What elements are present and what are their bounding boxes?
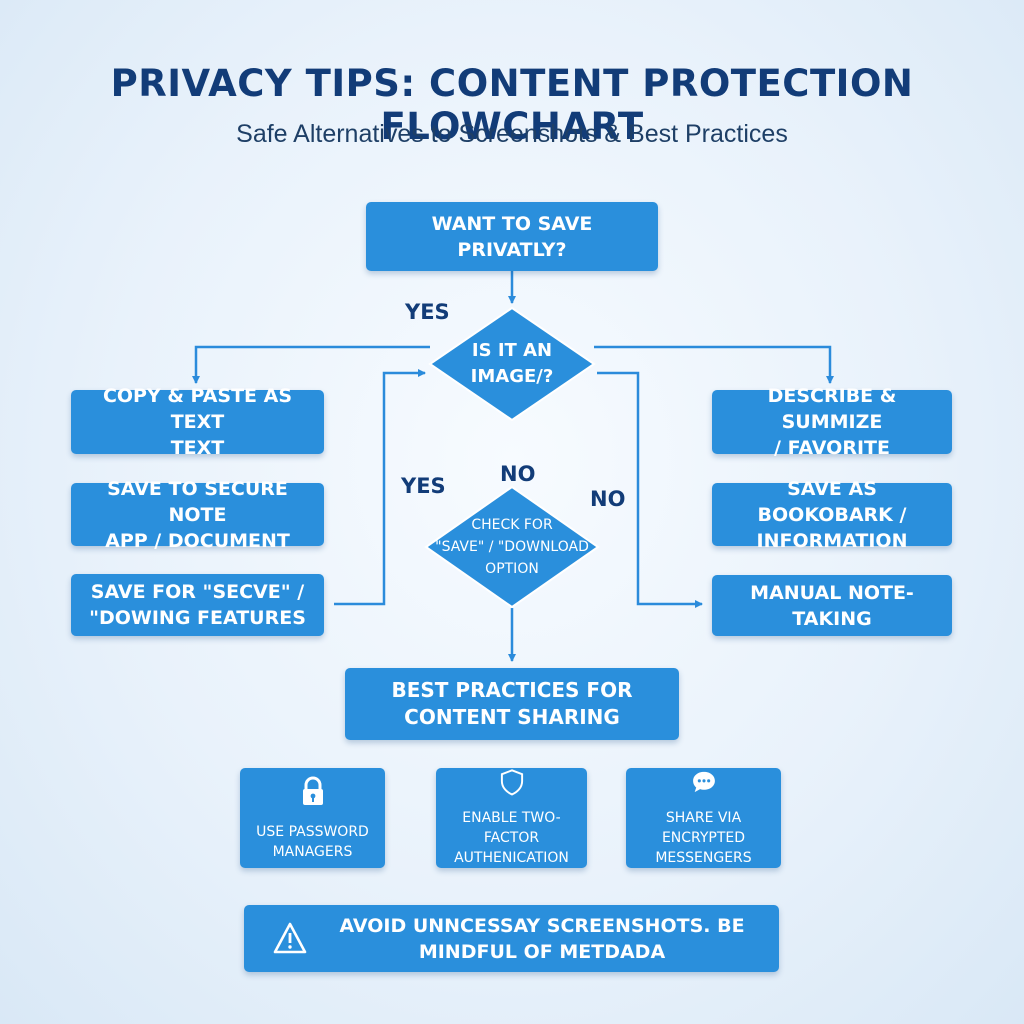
page-title: PRIVACY TIPS: CONTENT PROTECTION FLOWCHA… <box>110 62 914 148</box>
connector-decision-to-right-options <box>594 345 834 384</box>
decision-is-image: IS IT AN IMAGE/? <box>428 306 596 422</box>
connector-no-to-manual <box>597 371 703 608</box>
label-yes-left: YES <box>401 474 446 498</box>
chat-bubble-icon <box>692 771 715 793</box>
option-copy-paste-text: COPY & PASTE AS TEXT TEXT <box>71 385 324 459</box>
option-save-features: SAVE FOR "SECVE" / "DOWING FEATURES <box>71 574 324 636</box>
warning-text: AVOID UNNCESSAY SCREENSHOTS. BE MINDFUL … <box>339 914 745 963</box>
decision-check-save: CHECK FOR "SAVE" / "DOWNLOAD OPTION <box>424 485 600 609</box>
tip-password-managers-text: USE PASSWORD MANAGERS <box>256 824 369 860</box>
connector-yes-loop <box>334 369 426 606</box>
option-save-bookmark: SAVE AS BOOKOBARK / INFORMATION <box>712 478 952 552</box>
option-manual-note-taking: MANUAL NOTE-TAKING <box>712 575 952 636</box>
tip-password-managers: USE PASSWORD MANAGERS <box>240 768 385 868</box>
tip-two-factor: ENABLE TWO-FACTOR AUTHENICATION <box>436 768 587 868</box>
connector-yes-to-left-options <box>192 345 430 384</box>
page-subtitle: Safe Alternatives to Screenshots & Best … <box>236 120 788 148</box>
lock-icon <box>302 776 323 805</box>
tip-two-factor-text: ENABLE TWO-FACTOR AUTHENICATION <box>454 810 569 866</box>
decision-check-save-label: CHECK FOR "SAVE" / "DOWNLOAD OPTION <box>435 517 589 577</box>
label-no-center: NO <box>500 462 536 486</box>
label-yes-top: YES <box>405 300 450 324</box>
warning-banner: AVOID UNNCESSAY SCREENSHOTS. BE MINDFUL … <box>244 905 779 972</box>
tip-encrypted-messengers-text: SHARE VIA ENCRYPTED MESSENGERS <box>655 810 752 866</box>
shield-icon <box>500 769 523 796</box>
best-practices-box: BEST PRACTICES FOR CONTENT SHARING <box>345 668 679 740</box>
option-secure-note-app: SAVE TO SECURE NOTE APP / DOCUMENT <box>71 478 324 552</box>
label-no-right: NO <box>590 487 626 511</box>
decision-is-image-label: IS IT AN IMAGE/? <box>470 340 554 387</box>
tip-encrypted-messengers: SHARE VIA ENCRYPTED MESSENGERS <box>626 768 781 868</box>
warning-icon <box>273 922 307 954</box>
option-describe-summarize: DESCRIBE & SUMMIZE / FAVORITE <box>712 385 952 459</box>
start-box: WANT TO SAVE PRIVATLY? <box>366 202 658 271</box>
